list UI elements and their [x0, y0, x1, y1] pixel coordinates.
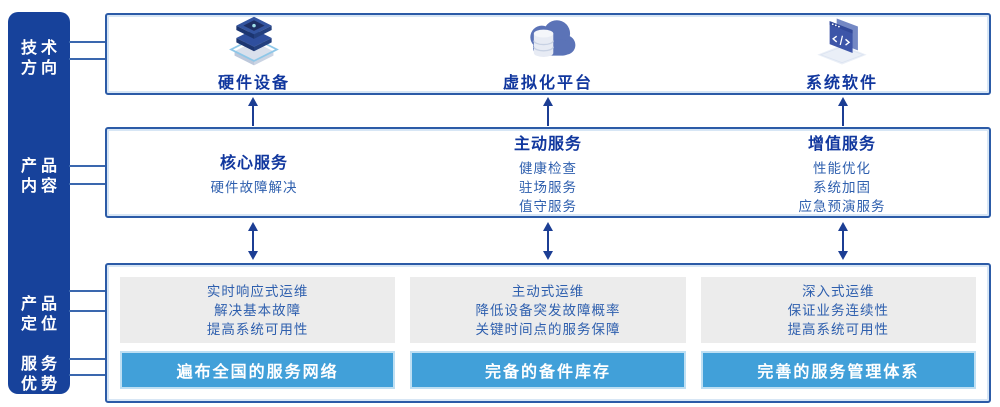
positioning-line: 实时响应式运维	[206, 283, 309, 299]
positioning-panel: 主动式运维 降低设备突发故障概率 关键时间点的服务保障	[410, 277, 686, 343]
connector-line	[69, 41, 107, 43]
arrow-cell	[696, 97, 991, 126]
service-item: 驻场服务	[519, 179, 577, 195]
service-item: 健康检查	[519, 160, 577, 176]
label-line: 技术	[20, 40, 61, 57]
up-arrow-icon	[247, 97, 258, 126]
sidebar: 技术 方向 产品 内容 产品 定位 服务 优势	[8, 12, 70, 394]
arrow-cell	[400, 222, 695, 260]
up-arrow-icon	[838, 97, 849, 126]
connector-line	[69, 374, 107, 376]
service-column-title: 主动服务	[513, 135, 582, 153]
positioning-line: 解决基本故障	[214, 302, 302, 318]
positioning-panel: 深入式运维 保证业务连续性 提高系统可用性	[700, 277, 976, 343]
service-column-proactive: 主动服务 健康检查 驻场服务 值守服务	[401, 129, 695, 216]
label-line: 服务	[20, 356, 61, 373]
sidebar-label-product-content: 产品 内容	[8, 157, 70, 197]
service-column-title: 增值服务	[807, 135, 876, 153]
service-item: 系统加固	[813, 179, 871, 195]
arrow-cell	[400, 97, 695, 126]
tech-item-label: 硬件设备	[217, 75, 290, 92]
connector-line	[69, 165, 107, 167]
product-content-box: 核心服务 硬件故障解决 主动服务 健康检查 驻场服务 值守服务 增值服务 性能优…	[105, 127, 991, 218]
positioning-column-deep: 深入式运维 保证业务连续性 提高系统可用性 完善的服务管理体系	[700, 277, 976, 389]
arrow-cell	[105, 222, 400, 260]
arrows-double-row	[105, 222, 991, 260]
service-item: 硬件故障解决	[210, 179, 298, 195]
tech-item-label: 系统软件	[805, 75, 878, 92]
service-column-value-added: 增值服务 性能优化 系统加固 应急预演服务	[695, 129, 989, 216]
positioning-line: 关键时间点的服务保障	[475, 321, 621, 337]
label-line: 优势	[20, 376, 61, 393]
label-line: 产品	[20, 158, 61, 175]
positioning-box: 实时响应式运维 解决基本故障 提高系统可用性 遍布全国的服务网络 主动式运维 降…	[105, 263, 991, 403]
connector-line	[69, 183, 107, 185]
label-line: 内容	[20, 178, 61, 195]
double-arrow-icon	[247, 222, 258, 260]
arrow-cell	[105, 97, 400, 126]
tech-item-system-software: 系统软件	[695, 15, 989, 93]
advantage-banner: 遍布全国的服务网络	[120, 351, 396, 389]
positioning-line: 保证业务连续性	[787, 302, 890, 318]
server-stack-icon	[229, 16, 279, 66]
connector-line	[69, 310, 107, 312]
double-arrow-icon	[542, 222, 553, 260]
code-screen-icon	[817, 18, 867, 65]
up-arrow-icon	[542, 97, 553, 126]
positioning-column-realtime: 实时响应式运维 解决基本故障 提高系统可用性 遍布全国的服务网络	[120, 277, 396, 389]
tech-item-virtualization: 虚拟化平台	[401, 15, 695, 93]
cloud-database-icon	[530, 20, 576, 57]
positioning-line: 深入式运维	[802, 283, 875, 299]
sidebar-label-product-positioning: 产品 定位	[8, 295, 70, 335]
label-line: 产品	[20, 296, 61, 313]
connector-line	[69, 58, 107, 60]
advantage-banner: 完备的备件库存	[410, 351, 686, 389]
double-arrow-icon	[838, 222, 849, 260]
connector-line	[69, 290, 107, 292]
sidebar-label-service-advantage: 服务 优势	[8, 355, 70, 395]
service-item: 应急预演服务	[798, 198, 886, 214]
positioning-panel: 实时响应式运维 解决基本故障 提高系统可用性	[120, 277, 396, 343]
label-line: 方向	[20, 60, 61, 77]
positioning-line: 提高系统可用性	[787, 321, 890, 337]
positioning-line: 主动式运维	[511, 283, 585, 299]
arrows-up-row	[105, 97, 991, 126]
arrow-cell	[696, 222, 991, 260]
positioning-line: 降低设备突发故障概率	[475, 302, 621, 318]
service-item: 性能优化	[813, 160, 871, 176]
connector-line	[69, 358, 107, 360]
service-column-title: 核心服务	[219, 154, 288, 172]
sidebar-label-tech-direction: 技术 方向	[8, 39, 70, 79]
tech-item-hardware: 硬件设备	[107, 15, 401, 93]
label-line: 定位	[20, 316, 61, 333]
service-column-core: 核心服务 硬件故障解决	[107, 129, 401, 216]
positioning-column-proactive: 主动式运维 降低设备突发故障概率 关键时间点的服务保障 完备的备件库存	[410, 277, 686, 389]
tech-item-label: 虚拟化平台	[502, 75, 593, 92]
tech-direction-box: 硬件设备 虚拟化平台	[105, 13, 991, 95]
advantage-banner: 完善的服务管理体系	[700, 351, 976, 389]
positioning-line: 提高系统可用性	[206, 321, 309, 337]
service-item: 值守服务	[519, 198, 577, 214]
